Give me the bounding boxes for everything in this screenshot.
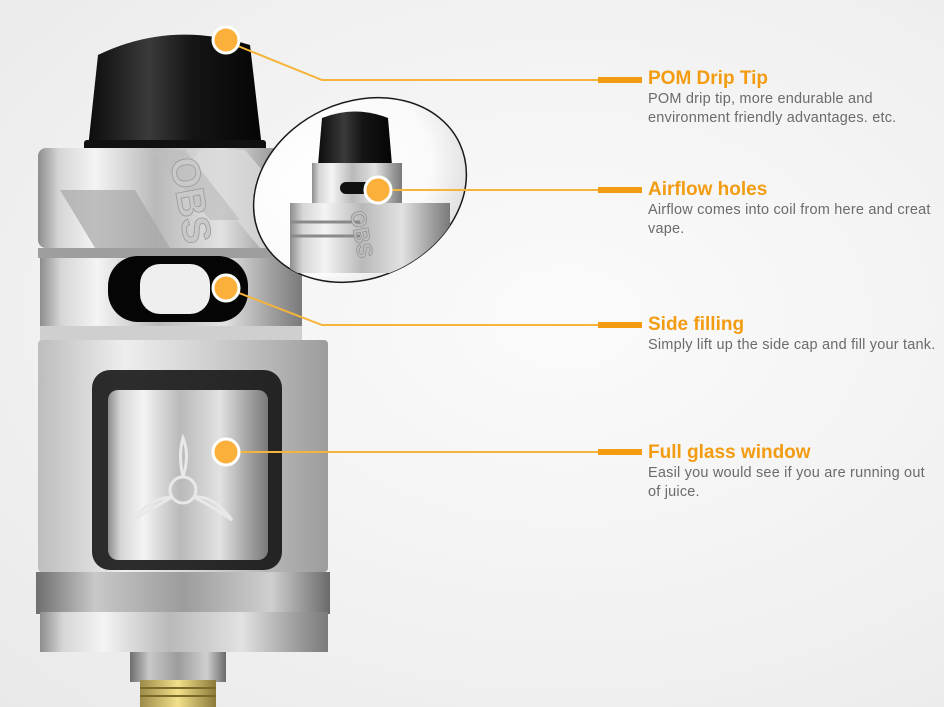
- feature-side-filling: Side filling Simply lift up the side cap…: [648, 314, 938, 355]
- propeller-emblem: [131, 433, 234, 522]
- side-fill-section: [40, 256, 302, 340]
- callout-markers: [211, 25, 642, 467]
- airflow-zoom-bubble: OBS: [252, 96, 468, 284]
- feature-title: Full glass window: [648, 442, 811, 463]
- tank-body: [38, 340, 328, 572]
- feature-title: Side filling: [648, 314, 745, 335]
- feature-drip-tip: POM Drip Tip POM drip tip, more endurabl…: [648, 68, 938, 128]
- top-cap: OBS: [38, 148, 300, 258]
- feature-description: Simply lift up the side cap and fill you…: [648, 337, 936, 353]
- side-fill-marker: [211, 273, 241, 303]
- leader-lines: [225, 41, 640, 453]
- drip-tip: [84, 34, 266, 152]
- feature-description: Airflow comes into coil from here and cr…: [648, 202, 931, 237]
- feature-description: POM drip tip, more endurable and environ…: [648, 91, 897, 126]
- feature-description: Easil you would see if you are running o…: [648, 465, 925, 500]
- feature-airflow-holes: Airflow holes Airflow comes into coil fr…: [648, 179, 938, 239]
- tank-base: [36, 572, 330, 707]
- feature-glass-window: Full glass window Easil you would see if…: [648, 442, 938, 502]
- feature-title: POM Drip Tip: [648, 68, 768, 89]
- drip-tip-marker: [211, 25, 241, 55]
- feature-title: Airflow holes: [648, 179, 768, 200]
- glass-window-marker: [211, 437, 241, 467]
- airflow-marker: [363, 175, 393, 205]
